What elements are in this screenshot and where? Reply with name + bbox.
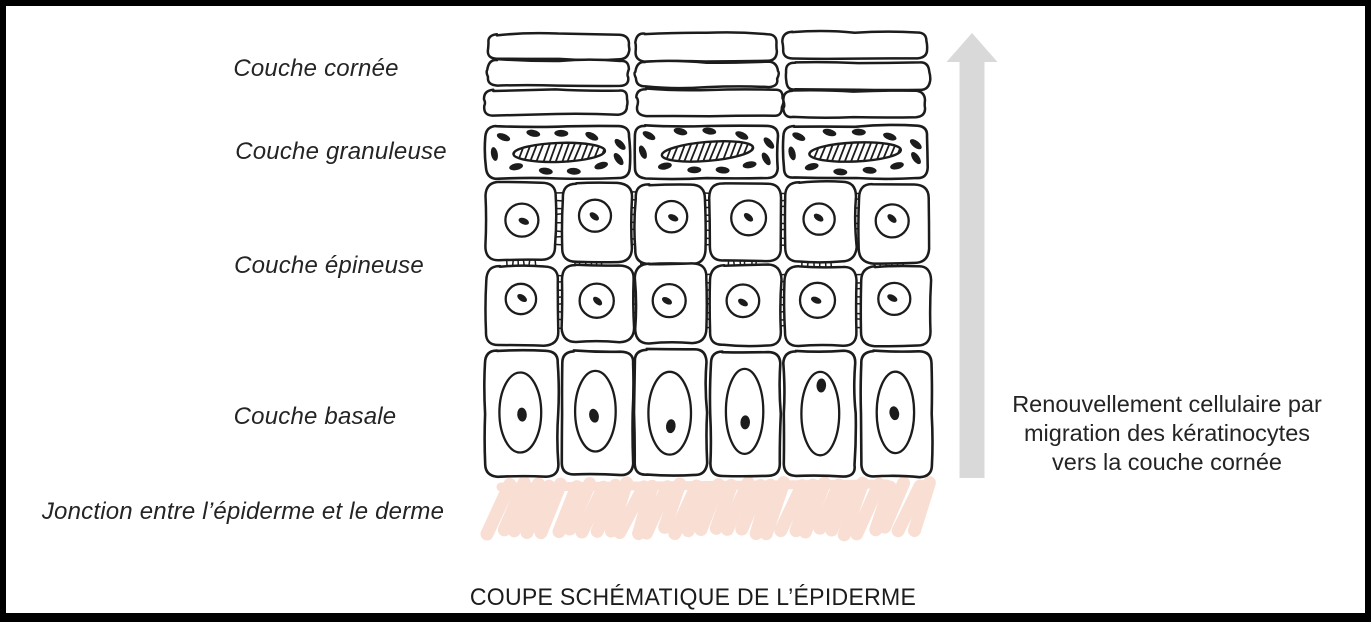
layer-label-stratum-corneum: Couche cornée	[233, 55, 399, 82]
arrow-caption-line: migration des kératinocytes	[1023, 420, 1311, 446]
layer-stratum-corneum	[482, 29, 932, 119]
layer-label-stratum-spinosum: Couche épineuse	[234, 252, 424, 279]
up-arrow-icon	[946, 33, 998, 478]
layer-stratum-spinosum	[484, 180, 933, 348]
label-dermo-epidermal-junction: Jonction entre l’épiderme et le derme	[41, 498, 445, 525]
layer-dermo-epidermal-junction	[480, 476, 936, 542]
arrow-caption-line: vers la couche cornée	[1052, 449, 1282, 475]
layer-label-stratum-basale: Couche basale	[233, 403, 397, 430]
layer-stratum-basale	[483, 347, 934, 479]
layer-label-stratum-granulosum: Couche granuleuse	[235, 138, 447, 165]
epidermis-diagram	[480, 29, 998, 542]
arrow-caption: Renouvellement cellulaire par migration …	[1012, 390, 1322, 477]
page-title: COUPE SCHÉMATIQUE DE L’ÉPIDERME	[469, 584, 917, 611]
arrow-caption-line: Renouvellement cellulaire par	[1012, 391, 1322, 417]
layer-stratum-granulosum	[483, 123, 929, 181]
